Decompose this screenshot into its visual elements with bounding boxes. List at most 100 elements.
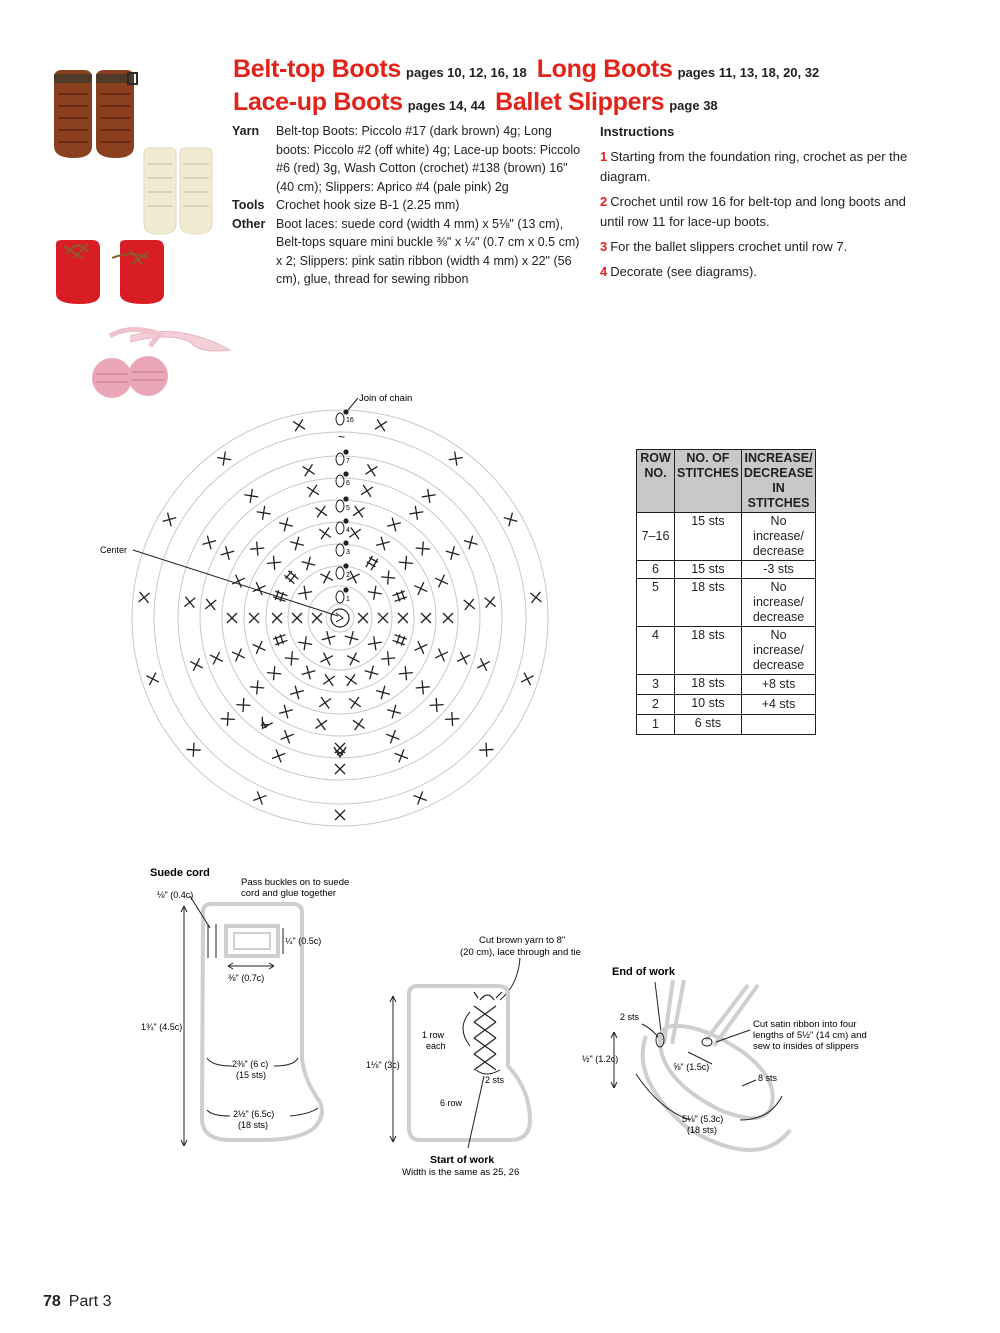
photo-lace-up-boots [56, 240, 164, 304]
photo-belt-top-boots [54, 70, 138, 158]
single-crochet-mark [267, 555, 282, 570]
section-label: Part 3 [68, 1293, 112, 1310]
single-crochet-mark [414, 581, 428, 596]
single-crochet-mark [291, 612, 303, 624]
title-ballet-slippers: Ballet Slippers [495, 88, 665, 116]
single-crochet-mark [256, 505, 271, 520]
single-crochet-mark [387, 517, 401, 532]
finishing-diagrams: Suede cord Pass buckles on to suede cord… [141, 867, 867, 1178]
sts-2: 2 sts [485, 1075, 505, 1085]
lace-boot-outline [407, 984, 533, 1142]
pages-lace-up: pages 14, 44 [407, 98, 486, 113]
yarn-row: Yarn Belt-top Boots: Piccolo #17 (dark b… [232, 122, 582, 196]
svg-text:5: 5 [346, 505, 350, 512]
single-crochet-mark [279, 704, 293, 719]
single-crochet-mark [302, 464, 315, 477]
row-marker-7: 7 [335, 449, 350, 466]
single-crochet-mark [357, 612, 369, 624]
row-marker-16: 16 [335, 409, 354, 426]
stitch-count-table: ROW NO. NO. OF STITCHES INCREASE/ DECREA… [636, 449, 817, 735]
single-crochet-mark [520, 672, 534, 686]
svg-text:7: 7 [346, 458, 350, 465]
single-crochet-mark [202, 535, 217, 550]
svg-text:16: 16 [346, 417, 354, 424]
single-crochet-mark [477, 658, 491, 672]
single-crochet-mark [226, 612, 238, 624]
single-crochet-mark [346, 570, 360, 584]
other-text: Boot laces: suede cord (width 4 mm) x 5⅛… [276, 216, 580, 287]
single-crochet-mark [334, 763, 346, 775]
single-crochet-mark [463, 535, 478, 550]
single-crochet-mark [306, 484, 320, 498]
step-number: 4 [600, 264, 608, 279]
buckle-note-line: cord and glue together [241, 888, 336, 899]
crochet-chart: Center Join of chain 16 ~ 7 6 5 4 3 2 1 [100, 393, 549, 827]
dim-buckle-h: ¼" (0.5c) [285, 936, 321, 946]
single-crochet-mark [248, 612, 260, 624]
page-number: 78 [43, 1293, 61, 1310]
single-crochet-mark [290, 536, 304, 551]
ribbon-note-line: Cut satin ribbon into four [753, 1019, 857, 1030]
dim-height: 1¾" (4.5c) [141, 1022, 182, 1032]
pages-long: pages 11, 13, 18, 20, 32 [677, 65, 820, 80]
dim-foot-width: 2½" (6.5c) [233, 1109, 274, 1119]
single-crochet-mark [186, 742, 201, 757]
page-footer: 78 Part 3 [43, 1293, 111, 1311]
dim-lace-height: 1⅛" (3c) [366, 1060, 400, 1070]
decrease-mark [333, 746, 347, 759]
single-crochet-mark [530, 591, 542, 604]
step-text: Decorate (see diagrams). [610, 264, 757, 279]
tools-label: Tools [232, 198, 265, 212]
single-crochet-mark [252, 640, 266, 655]
single-crochet-mark [220, 711, 235, 727]
single-crochet-mark [364, 665, 379, 680]
single-crochet-mark [321, 630, 336, 645]
increase-mark [392, 590, 408, 602]
single-crochet-mark [374, 419, 388, 432]
row-each-line1: 1 row [422, 1030, 445, 1040]
ribbon-note-line: lengths of 5½" (14 cm) and [753, 1030, 867, 1041]
single-crochet-mark [250, 680, 265, 695]
single-crochet-mark [394, 749, 409, 763]
single-crochet-mark [298, 585, 313, 600]
single-crochet-mark [284, 651, 299, 666]
single-crochet-mark [253, 791, 267, 805]
single-crochet-mark [292, 419, 306, 432]
join-marker: Join of chain [347, 393, 412, 411]
increase-mark [284, 570, 299, 585]
single-crochet-mark [348, 527, 362, 540]
svg-text:4: 4 [346, 527, 350, 534]
increase-mark [365, 555, 379, 571]
single-crochet-mark [434, 574, 449, 588]
step-number: 3 [600, 239, 608, 254]
single-crochet-mark [420, 612, 432, 624]
dim-top-sts: (15 sts) [236, 1070, 266, 1080]
single-crochet-mark [322, 673, 336, 687]
single-crochet-mark [162, 512, 177, 527]
row-6: 6 row [440, 1098, 463, 1108]
ballet-slipper-diagram: End of work 2 sts ½" (1.2c) Cut satin ri… [582, 966, 867, 1152]
slipper-outline [657, 1023, 775, 1120]
single-crochet-mark [318, 527, 332, 540]
single-crochet-mark [138, 591, 150, 604]
dim-opening: ⅝" (1.5c) [673, 1062, 709, 1072]
single-crochet-mark [252, 581, 266, 596]
single-crochet-mark [429, 697, 444, 713]
start-of-work-label: Start of work [430, 1154, 494, 1166]
dim-buckle-w: ⅜" (0.7c) [228, 973, 264, 983]
single-crochet-mark [146, 672, 160, 686]
header-stitches: NO. OF STITCHES [674, 449, 742, 513]
single-crochet-mark [320, 570, 334, 584]
materials-block: Yarn Belt-top Boots: Piccolo #17 (dark b… [232, 122, 582, 289]
single-crochet-mark [376, 685, 390, 700]
row-marker-2: 2 [335, 563, 350, 580]
other-row: Other Boot laces: suede cord (width 4 mm… [232, 215, 582, 289]
buckle-note-line: Pass buckles on to suede [241, 877, 349, 888]
